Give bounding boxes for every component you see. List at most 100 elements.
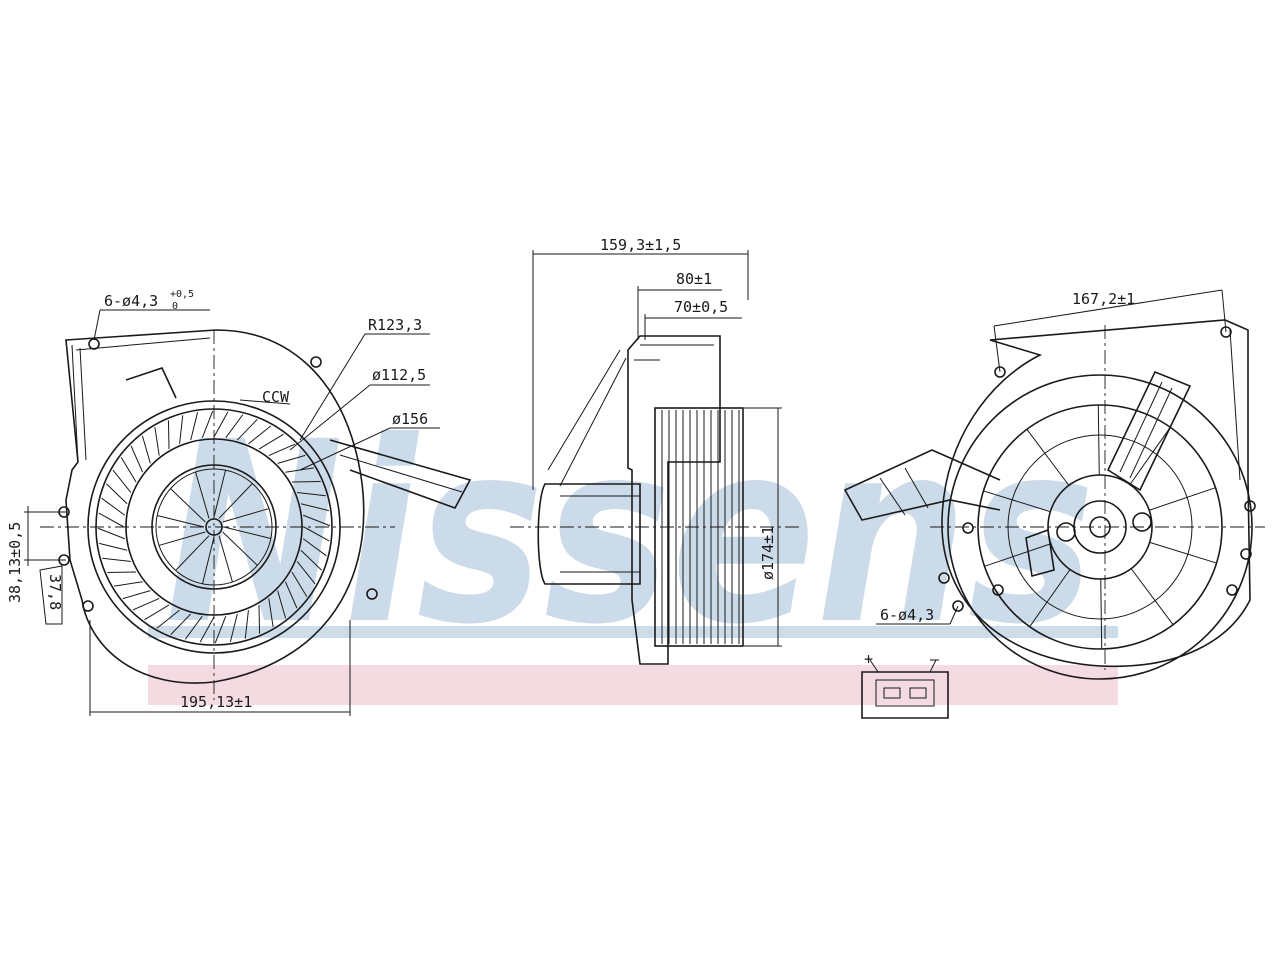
rear-rib: [1129, 427, 1171, 485]
side-view: 159,3±1,5 80±1 70±0,5 ø174±1: [510, 236, 800, 665]
impeller-blade: [122, 590, 151, 600]
impeller-blade: [213, 411, 229, 438]
impeller-blade: [302, 538, 327, 557]
rear-holes-label: 6-ø4,3: [880, 606, 934, 624]
height-dimension-label: 38,13±0,5: [6, 522, 24, 603]
watermark-blue-band: [148, 626, 1118, 638]
rotation-label: CCW: [262, 388, 290, 406]
impeller-blade: [214, 616, 227, 644]
impeller-blade: [170, 613, 192, 635]
impeller-blade: [184, 615, 203, 640]
impeller-blade: [141, 435, 151, 464]
electrical-connector: + –: [861, 650, 949, 719]
front-view: 195,13±1 38,13±0,5 37,8 6-ø4,3 +0,5 0 R1…: [6, 289, 472, 716]
front-holes-tol-upper: +0,5: [170, 289, 194, 300]
impeller-blade: [98, 512, 125, 528]
side-motor-body: [537, 483, 641, 585]
impeller-blade: [201, 410, 214, 438]
impeller-blade: [244, 610, 249, 639]
depth-80-label: 80±1: [676, 270, 712, 288]
impeller-blade: [99, 542, 128, 551]
impeller-blade: [120, 457, 137, 483]
connector-plus-label: +: [864, 650, 873, 668]
impeller-blade: [179, 415, 184, 444]
impeller-blade: [107, 571, 137, 574]
impeller-blade: [114, 581, 143, 587]
watermark-pink-band: [148, 665, 1118, 705]
connector-minus-label: –: [930, 650, 940, 668]
impeller-blade: [291, 571, 308, 597]
impeller-blade: [303, 514, 331, 527]
side-diameter-label: ø174±1: [759, 526, 777, 580]
impeller-blade: [190, 412, 199, 441]
front-scroll-outer: [87, 400, 341, 654]
impeller-blade: [112, 469, 132, 493]
rear-span-label: 167,2±1: [1072, 290, 1135, 308]
hub-spoke: [223, 526, 271, 540]
watermark-logo: Nissens: [165, 388, 1095, 679]
impeller-blade: [258, 604, 261, 634]
impeller-blade: [144, 604, 170, 621]
front-outlet-duct: [125, 367, 472, 509]
impeller-blade: [296, 561, 316, 585]
hub-spoke: [218, 535, 233, 583]
hub-spoke: [158, 531, 206, 546]
front-impeller-ring: [125, 438, 303, 616]
impeller-blade: [277, 454, 306, 464]
rear-rib: [1100, 578, 1103, 649]
impeller-blade: [154, 427, 160, 456]
rear-housing-outline: [941, 319, 1251, 668]
rear-rib: [984, 543, 1051, 567]
front-holes-label: 6-ø4,3: [104, 292, 158, 310]
impeller-blade: [225, 414, 244, 439]
offset-dimension-label: 37,8: [46, 574, 64, 610]
front-hub-spokes: [157, 470, 271, 584]
front-holes-tol-lower: 0: [172, 301, 178, 312]
impeller-blade: [106, 483, 128, 505]
rear-ribs: [983, 405, 1217, 649]
front-impeller-outer: [95, 408, 333, 646]
radius-label: R123,3: [368, 316, 422, 334]
outer-diameter-label: ø156: [392, 410, 428, 428]
rear-rib: [1029, 569, 1071, 627]
hub-spoke: [201, 536, 215, 584]
impeller-blade: [199, 616, 215, 643]
impeller-blade: [132, 597, 160, 611]
impeller-blade: [248, 425, 272, 445]
inner-diameter-label: ø112,5: [372, 366, 426, 384]
impeller-blade: [297, 492, 326, 497]
rear-motor-cap: [1047, 474, 1153, 580]
hub-spoke: [195, 471, 210, 519]
rear-rib: [983, 490, 1051, 513]
impeller-blade: [268, 443, 296, 457]
impeller-blade: [291, 480, 321, 483]
impeller-blade: [277, 590, 287, 619]
hub-spoke: [213, 470, 227, 518]
rear-rib: [1026, 429, 1070, 486]
rear-rib: [1097, 405, 1100, 476]
hub-spoke: [157, 514, 205, 528]
rear-rib: [1149, 541, 1217, 564]
width-dimension-label: 195,13±1: [180, 693, 252, 711]
rear-rib: [1149, 487, 1216, 511]
impeller-blade: [258, 433, 284, 450]
hub-spoke: [170, 488, 206, 523]
hub-spoke: [175, 535, 210, 571]
depth-70-label: 70±0,5: [674, 298, 728, 316]
rear-outer-ring: [947, 374, 1253, 680]
hub-spoke: [218, 483, 253, 519]
impeller-blade: [285, 467, 314, 473]
hub-spoke: [222, 508, 270, 523]
watermark: Nissens: [148, 388, 1118, 705]
impeller-blade: [303, 526, 330, 542]
impeller-blade: [268, 598, 274, 627]
front-impeller-blades: [97, 410, 331, 644]
front-hub-outer: [151, 464, 277, 590]
rear-rib: [1130, 568, 1174, 625]
rear-mid-ring: [977, 404, 1223, 650]
rear-lever-arm: [1106, 370, 1192, 492]
front-housing-outline: [65, 329, 365, 684]
impeller-blade: [156, 609, 180, 629]
hub-spoke: [222, 531, 258, 566]
